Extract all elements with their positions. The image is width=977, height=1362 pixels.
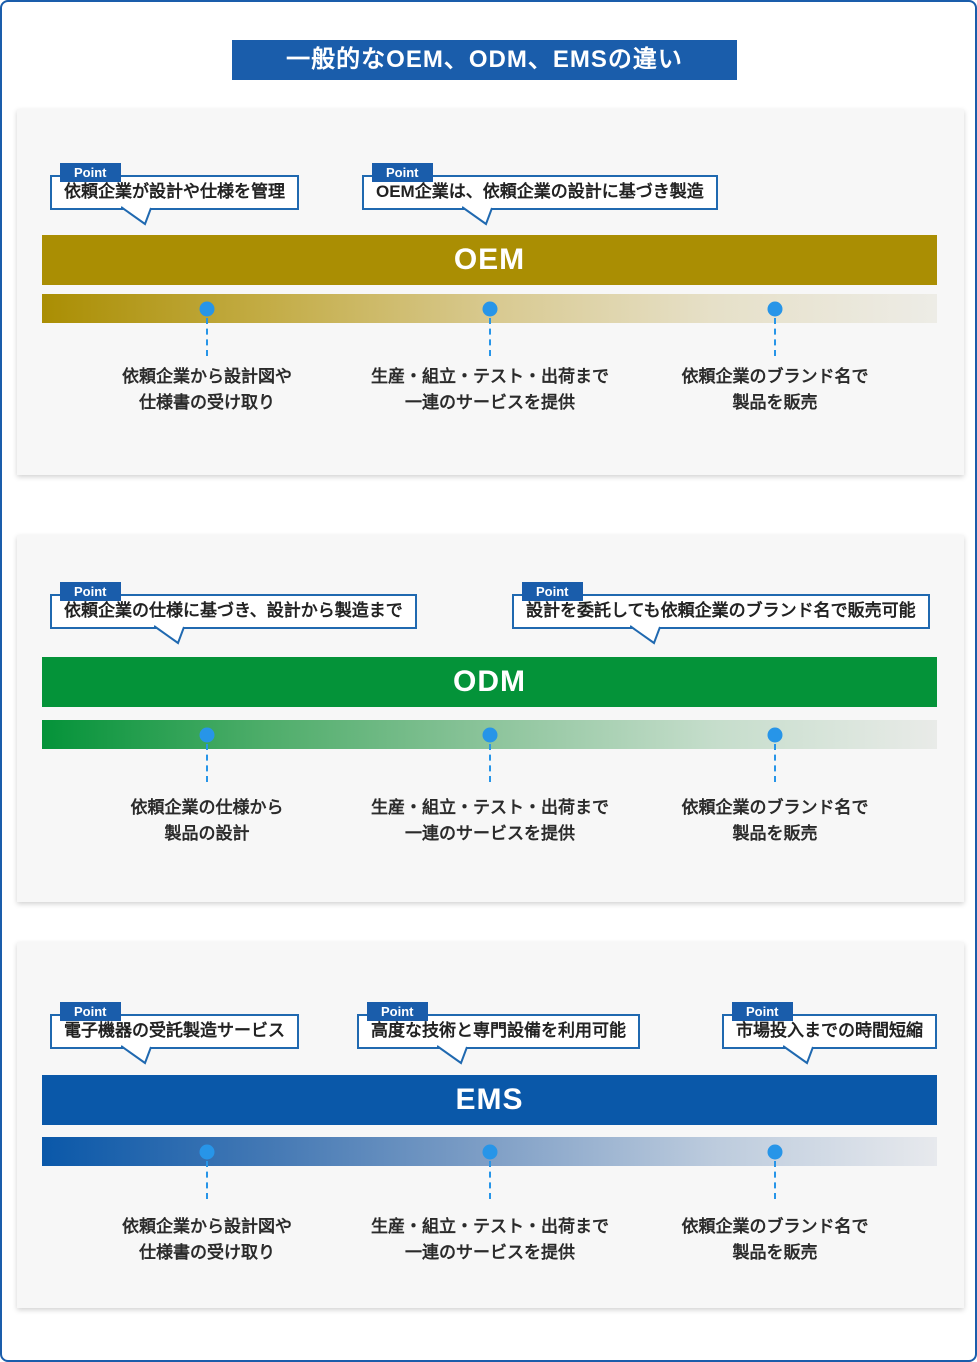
timeline-dot-icon	[482, 301, 497, 316]
step-line: 製品を販売	[732, 1243, 818, 1262]
ems-timeline-bar	[42, 1137, 937, 1199]
step-label: 生産・組立・テスト・出荷まで 一連のサービスを提供	[320, 1214, 660, 1266]
step-line: 依頼企業のブランド名で	[681, 367, 869, 386]
step-line: 仕様書の受け取り	[139, 393, 275, 412]
oem-band: OEM	[42, 235, 937, 285]
step-line: 仕様書の受け取り	[139, 1243, 275, 1262]
odm-callout-2: Point 設計を委託しても依頼企業のブランド名で販売可能	[512, 582, 930, 645]
step-label: 依頼企業から設計図や 仕様書の受け取り	[37, 364, 377, 416]
oem-section: Point 依頼企業が設計や仕様を管理 Point OEM企業は、依頼企業の設計…	[17, 109, 964, 475]
step-label: 依頼企業から設計図や 仕様書の受け取り	[37, 1214, 377, 1266]
callout-text: 依頼企業の仕様に基づき、設計から製造まで	[64, 601, 403, 620]
step-line: 生産・組立・テスト・出荷まで	[371, 1217, 609, 1236]
odm-band: ODM	[42, 657, 937, 707]
callout-text: 市場投入までの時間短縮	[736, 1021, 923, 1040]
connector-line	[205, 1161, 208, 1199]
connector-line	[488, 744, 491, 782]
timeline-dot-icon	[767, 301, 783, 316]
connector-line	[205, 744, 208, 782]
step-line: 依頼企業から設計図や	[122, 1217, 292, 1236]
point-badge: Point	[372, 163, 433, 182]
odm-section: Point 依頼企業の仕様に基づき、設計から製造まで Point 設計を委託して…	[17, 535, 964, 902]
step-line: 依頼企業から設計図や	[122, 367, 292, 386]
callout-text: 電子機器の受託製造サービス	[64, 1021, 285, 1040]
step-line: 依頼企業の仕様から	[130, 798, 284, 817]
ems-callout-3: Point 市場投入までの時間短縮	[722, 1002, 937, 1065]
oem-timeline-bar	[42, 294, 937, 356]
callout-text: 設計を委託しても依頼企業のブランド名で販売可能	[526, 601, 916, 620]
step-line: 生産・組立・テスト・出荷まで	[371, 367, 609, 386]
step-line: 製品を販売	[732, 824, 818, 843]
point-badge: Point	[60, 163, 121, 182]
ems-band: EMS	[42, 1075, 937, 1125]
callout-text: 依頼企業が設計や仕様を管理	[64, 182, 285, 201]
connector-line	[774, 1161, 776, 1199]
speech-tail-icon	[783, 1045, 815, 1065]
speech-tail-icon	[437, 1045, 469, 1065]
ems-callout-1: Point 電子機器の受託製造サービス	[50, 1002, 299, 1065]
connector-line	[774, 318, 776, 356]
step-label: 依頼企業のブランド名で 製品を販売	[605, 1214, 945, 1266]
odm-callout-1: Point 依頼企業の仕様に基づき、設計から製造まで	[50, 582, 417, 645]
point-badge: Point	[522, 582, 583, 601]
timeline-dot-icon	[199, 727, 215, 742]
step-label: 依頼企業の仕様から 製品の設計	[37, 795, 377, 847]
step-line: 一連のサービスを提供	[405, 824, 575, 843]
timeline-dot-icon	[482, 1144, 497, 1159]
point-badge: Point	[732, 1002, 793, 1021]
step-label: 依頼企業のブランド名で 製品を販売	[605, 364, 945, 416]
callout-text: OEM企業は、依頼企業の設計に基づき製造	[376, 182, 704, 201]
speech-tail-icon	[120, 1045, 152, 1065]
step-line: 一連のサービスを提供	[405, 1243, 575, 1262]
timeline-dot-icon	[199, 301, 215, 316]
page-title: 一般的なOEM、ODM、EMSの違い	[232, 40, 737, 80]
oem-callout-2: Point OEM企業は、依頼企業の設計に基づき製造	[362, 163, 718, 226]
timeline-dot-icon	[199, 1144, 215, 1159]
callout-text: 高度な技術と専門設備を利用可能	[371, 1021, 626, 1040]
speech-tail-icon	[462, 206, 494, 226]
timeline-dot-icon	[767, 727, 783, 742]
connector-line	[488, 318, 491, 356]
speech-tail-icon	[120, 206, 152, 226]
oem-callout-1: Point 依頼企業が設計や仕様を管理	[50, 163, 299, 226]
odm-timeline-bar	[42, 720, 937, 782]
step-line: 生産・組立・テスト・出荷まで	[371, 798, 609, 817]
connector-line	[774, 744, 776, 782]
step-label: 依頼企業のブランド名で 製品を販売	[605, 795, 945, 847]
step-line: 依頼企業のブランド名で	[681, 1217, 869, 1236]
step-label: 生産・組立・テスト・出荷まで 一連のサービスを提供	[320, 364, 660, 416]
point-badge: Point	[60, 582, 121, 601]
speech-tail-icon	[153, 625, 185, 645]
step-line: 製品の設計	[164, 824, 250, 843]
speech-tail-icon	[629, 625, 661, 645]
timeline-dot-icon	[767, 1144, 783, 1159]
step-line: 一連のサービスを提供	[405, 393, 575, 412]
connector-line	[205, 318, 208, 356]
ems-callout-2: Point 高度な技術と専門設備を利用可能	[357, 1002, 640, 1065]
timeline-dot-icon	[482, 727, 497, 742]
step-label: 生産・組立・テスト・出荷まで 一連のサービスを提供	[320, 795, 660, 847]
step-line: 製品を販売	[732, 393, 818, 412]
connector-line	[488, 1161, 491, 1199]
point-badge: Point	[367, 1002, 428, 1021]
step-line: 依頼企業のブランド名で	[681, 798, 869, 817]
ems-section: Point 電子機器の受託製造サービス Point 高度な技術と専門設備を利用可…	[17, 942, 964, 1308]
point-badge: Point	[60, 1002, 121, 1021]
